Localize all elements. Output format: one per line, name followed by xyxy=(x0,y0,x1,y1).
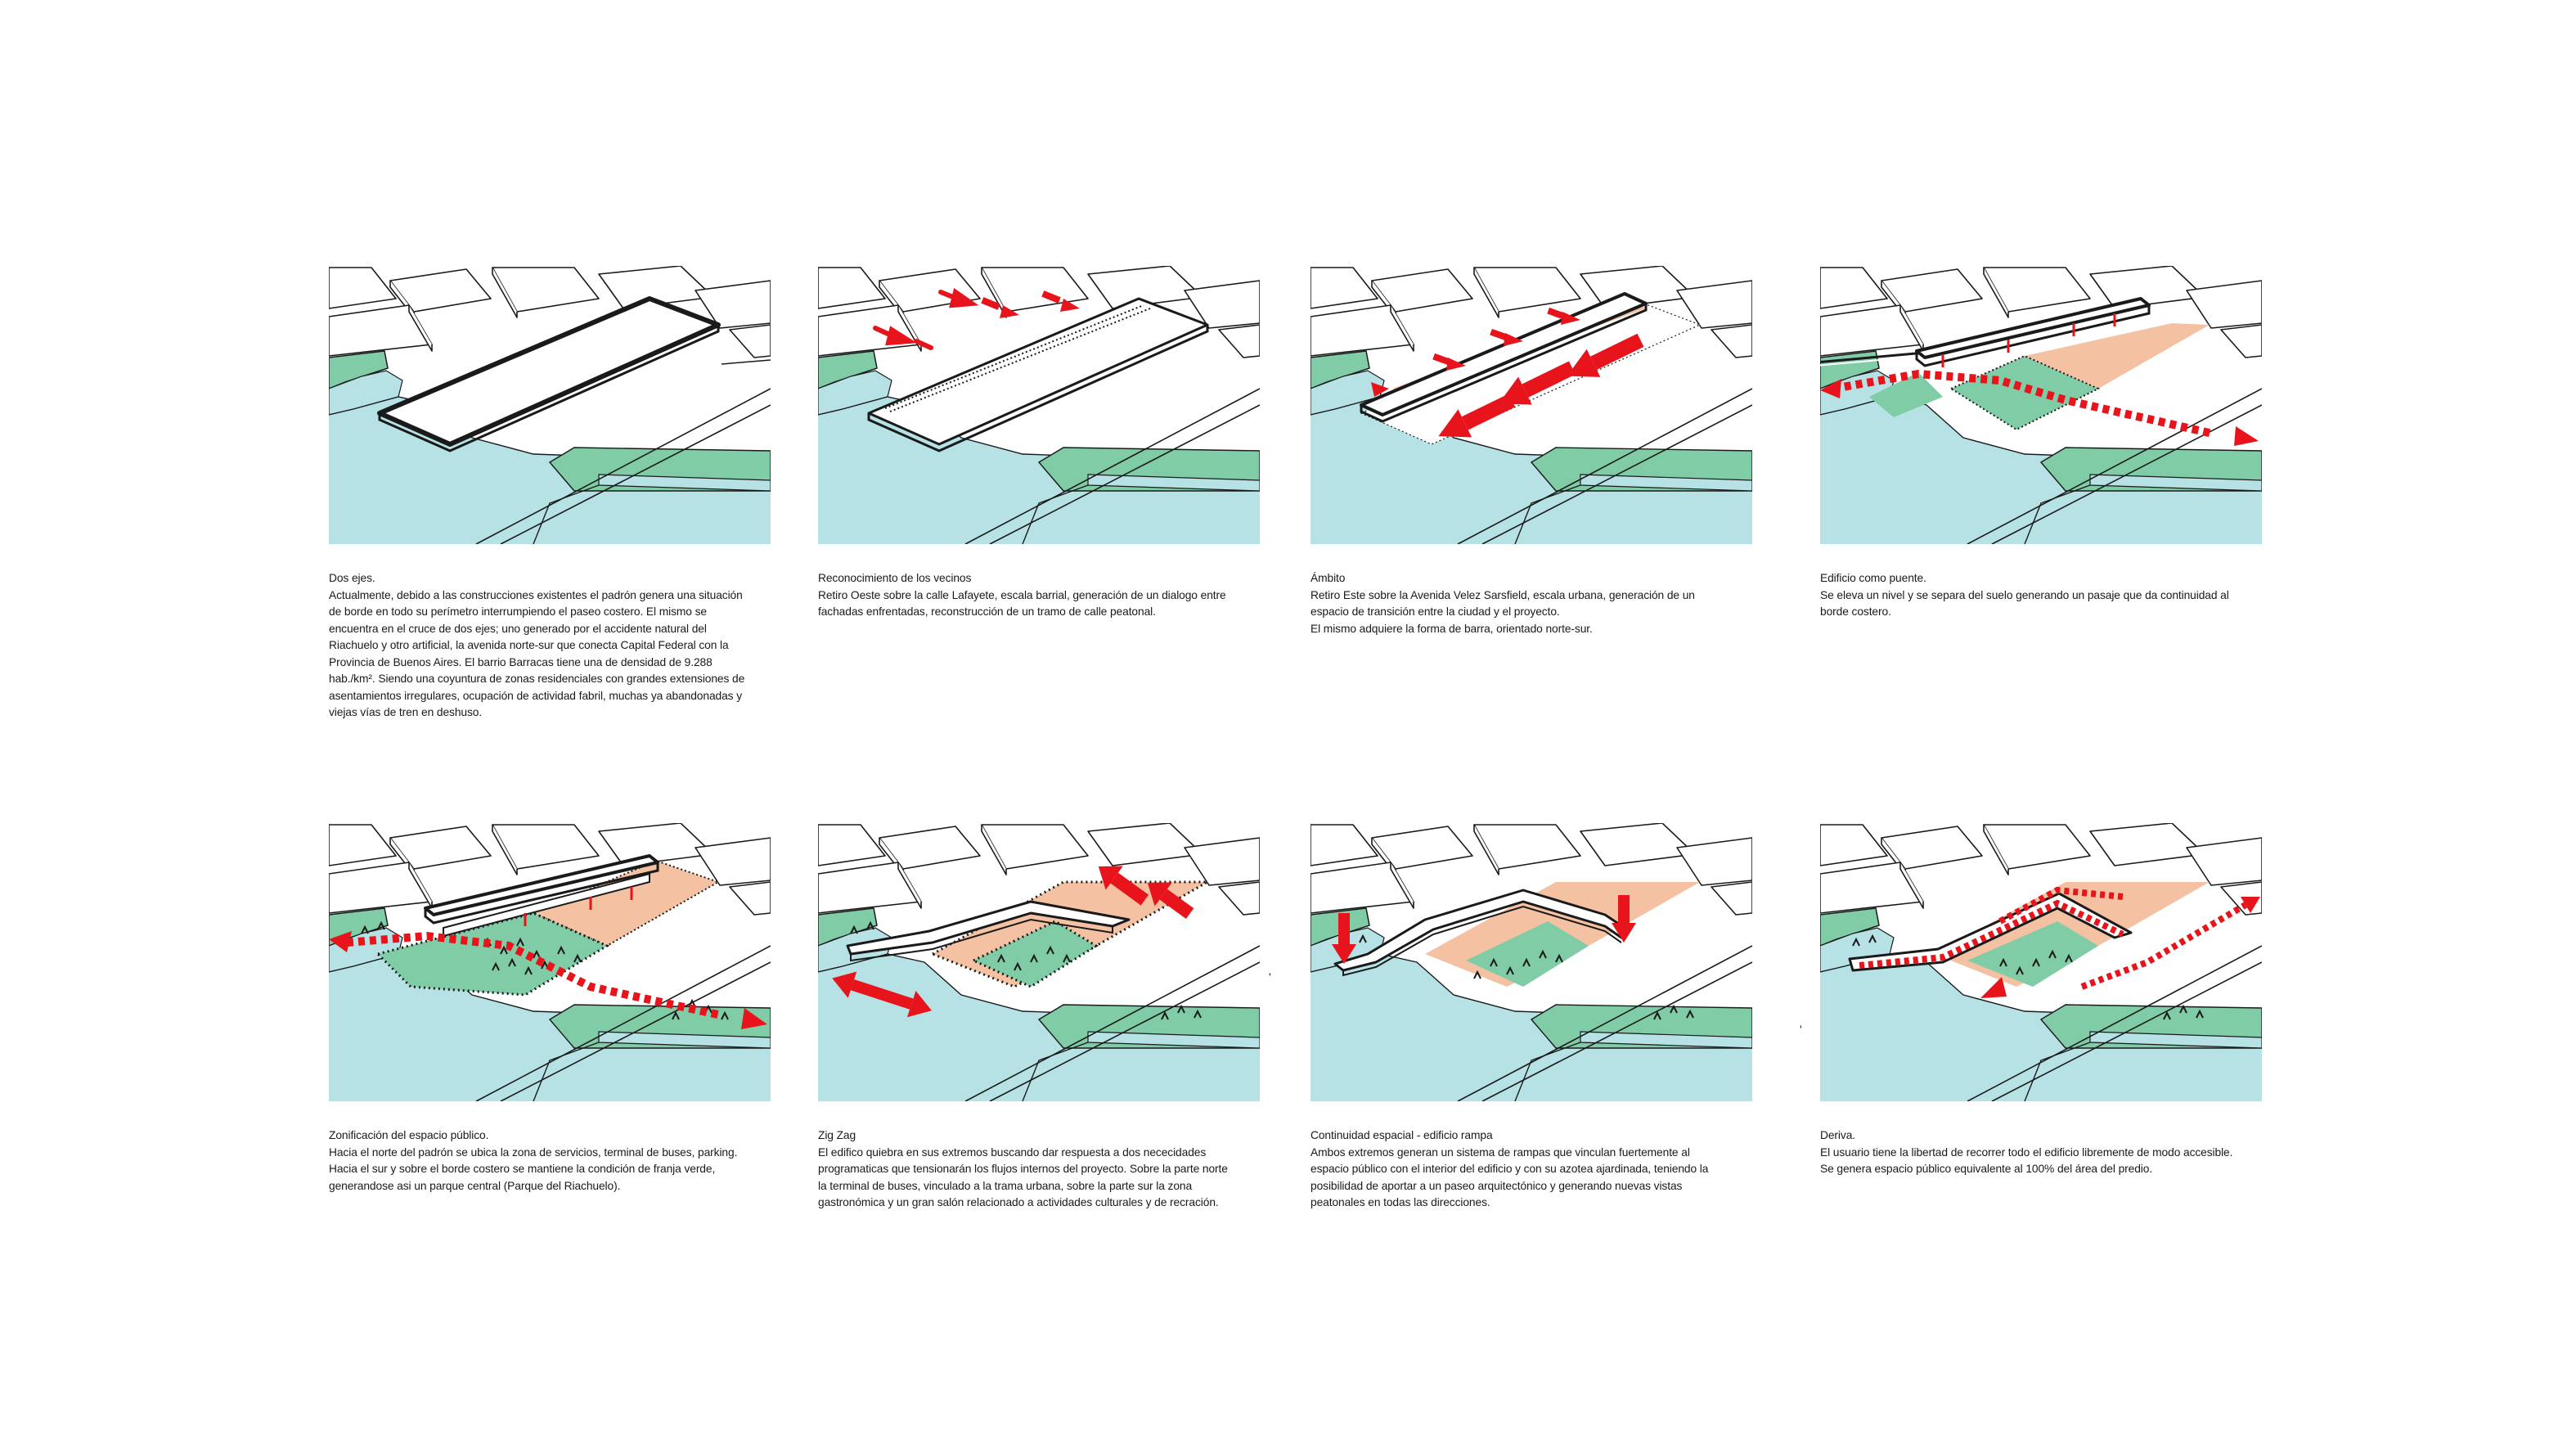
panel-zig-zag: Zig Zag El edifico quiebra en sus extrem… xyxy=(818,823,1260,1212)
caption: Edificio como puente. Se eleva un nivel … xyxy=(1820,570,2262,621)
caption-line: peatonales en todas las direcciones. xyxy=(1310,1196,1490,1208)
panel-ambito: Ámbito Retiro Este sobre la Avenida Vele… xyxy=(1310,266,1752,637)
caption-title: Ámbito xyxy=(1310,572,1346,584)
caption-line: encuentra en el cruce de dos ejes; uno g… xyxy=(329,622,707,635)
diagram-deriva xyxy=(1820,823,2262,1101)
caption-line: Se eleva un nivel y se separa del suelo … xyxy=(1820,588,2229,601)
caption-line: El edifico quiebra en sus extremos busca… xyxy=(818,1145,1207,1159)
caption-line: Hacia el norte del padrón se ubica la zo… xyxy=(329,1145,738,1159)
caption-line: Retiro Oeste sobre la calle Lafayete, es… xyxy=(818,588,1226,601)
caption-line: Se genera espacio público equivalente al… xyxy=(1820,1163,2153,1175)
diagram-reconocimiento xyxy=(818,266,1260,544)
caption-title: Zonificación del espacio público. xyxy=(329,1129,489,1141)
caption-line: asentamientos irregulares, ocupación de … xyxy=(329,689,742,702)
caption-line: Riachuelo y otro artificial, la avenida … xyxy=(329,639,729,651)
stray-mark: ' xyxy=(1800,1023,1802,1036)
caption: Zonificación del espacio público. Hacia … xyxy=(329,1127,771,1195)
caption-line: El usuario tiene la libertad de recorrer… xyxy=(1820,1145,2233,1159)
caption-line: programaticas que tensionarán los flujos… xyxy=(818,1163,1228,1175)
caption-line: borde costero. xyxy=(1820,605,1891,618)
caption-title: Deriva. xyxy=(1820,1129,1856,1141)
panel-continuidad: Continuidad espacial - edificio rampa Am… xyxy=(1310,823,1752,1212)
diagram-edificio-puente xyxy=(1820,266,2262,544)
panel-deriva: Deriva. El usuario tiene la libertad de … xyxy=(1820,823,2262,1178)
caption-line: Retiro Este sobre la Avenida Velez Sarsf… xyxy=(1310,588,1695,601)
diagram-continuidad xyxy=(1310,823,1752,1101)
caption-line: de borde en todo su perímetro interrumpi… xyxy=(329,605,707,618)
caption-line: Ambos extremos generan un sistema de ram… xyxy=(1310,1145,1690,1159)
panel-reconocimiento: Reconocimiento de los vecinos Retiro Oes… xyxy=(818,266,1260,621)
caption-line: la terminal de buses, vinculado a la tra… xyxy=(818,1179,1193,1192)
caption-line: Hacia el sur y sobre el borde costero se… xyxy=(329,1163,716,1175)
caption-line: gastronómica y un gran salón relacionado… xyxy=(818,1196,1219,1208)
caption: Continuidad espacial - edificio rampa Am… xyxy=(1310,1127,1752,1212)
caption-line: posibilidad de aportar a un paseo arquit… xyxy=(1310,1179,1683,1192)
caption-line: hab./km². Siendo una coyuntura de zonas … xyxy=(329,673,745,685)
caption-line: El mismo adquiere la forma de barra, ori… xyxy=(1310,622,1593,635)
panel-edificio-puente: Edificio como puente. Se eleva un nivel … xyxy=(1820,266,2262,621)
diagram-zonificacion xyxy=(329,823,771,1101)
caption: Zig Zag El edifico quiebra en sus extrem… xyxy=(818,1127,1260,1212)
caption: Ámbito Retiro Este sobre la Avenida Vele… xyxy=(1310,570,1752,637)
diagram-dos-ejes xyxy=(329,266,771,544)
panel-dos-ejes: Dos ejes. Actualmente, debido a las cons… xyxy=(329,266,771,722)
diagram-ambito xyxy=(1310,266,1752,544)
caption: Dos ejes. Actualmente, debido a las cons… xyxy=(329,570,771,722)
caption: Deriva. El usuario tiene la libertad de … xyxy=(1820,1127,2262,1178)
caption-line: espacio público con el interior del edif… xyxy=(1310,1163,1709,1175)
caption-title: Edificio como puente. xyxy=(1820,572,1926,584)
stray-mark: ' xyxy=(1269,970,1271,983)
caption-line: Actualmente, debido a las construcciones… xyxy=(329,588,743,601)
caption-line: viejas vías de tren en deshuso. xyxy=(329,706,483,718)
caption-title: Continuidad espacial - edificio rampa xyxy=(1310,1129,1493,1141)
panel-zonificacion: Zonificación del espacio público. Hacia … xyxy=(329,823,771,1195)
caption: Reconocimiento de los vecinos Retiro Oes… xyxy=(818,570,1260,621)
caption-title: Dos ejes. xyxy=(329,572,375,584)
caption-line: generandose asi un parque central (Parqu… xyxy=(329,1179,621,1192)
caption-title: Reconocimiento de los vecinos xyxy=(818,572,972,584)
caption-line: Provincia de Buenos Aires. El barrio Bar… xyxy=(329,655,713,668)
caption-title: Zig Zag xyxy=(818,1129,856,1141)
diagram-zig-zag xyxy=(818,823,1260,1101)
caption-line: fachadas enfrentadas, reconstrucción de … xyxy=(818,605,1156,618)
caption-line: espacio de transición entre la ciudad y … xyxy=(1310,605,1560,618)
